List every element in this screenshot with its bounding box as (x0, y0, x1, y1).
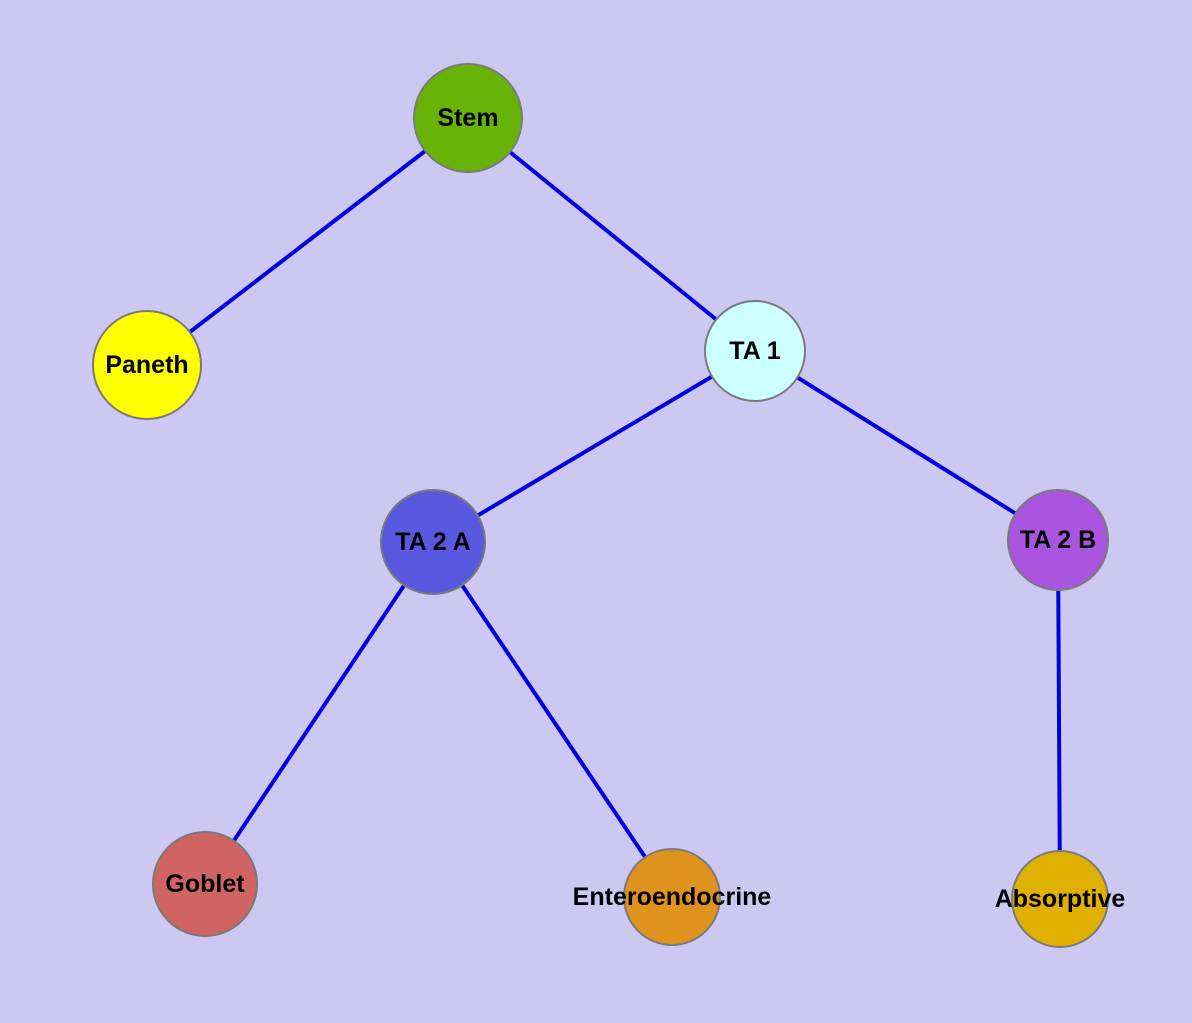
edge-stem-ta1 (466, 116, 757, 353)
node-goblet[interactable]: Goblet (152, 831, 258, 937)
edge-ta1-ta2b (753, 349, 1060, 542)
node-ta2a[interactable]: TA 2 A (380, 489, 486, 595)
node-ta2b-label: TA 2 B (1019, 525, 1097, 554)
node-paneth[interactable]: Paneth (92, 310, 202, 420)
node-stem[interactable]: Stem (413, 63, 523, 173)
node-ta1-label: TA 1 (729, 336, 781, 365)
node-ta2a-label: TA 2 A (395, 527, 471, 556)
node-paneth-label: Paneth (105, 350, 189, 379)
edge-ta2b-absorptive (1056, 539, 1062, 900)
edge-ta2a-goblet (203, 540, 435, 886)
node-absorptive[interactable]: Absorptive (995, 850, 1125, 948)
node-ta2b[interactable]: TA 2 B (1007, 489, 1109, 591)
node-stem-label: Stem (437, 103, 499, 132)
edge-ta2a-enteroendocrine (431, 540, 674, 899)
node-enteroendocrine[interactable]: Enteroendocrine (573, 848, 771, 946)
node-goblet-label: Goblet (165, 869, 245, 898)
node-enteroendocrine-label: Enteroendocrine (572, 882, 772, 911)
edge-ta1-ta2a (431, 349, 757, 544)
node-absorptive-label: Absorptive (994, 884, 1126, 913)
node-ta1[interactable]: TA 1 (704, 300, 806, 402)
edge-stem-paneth (145, 116, 470, 367)
